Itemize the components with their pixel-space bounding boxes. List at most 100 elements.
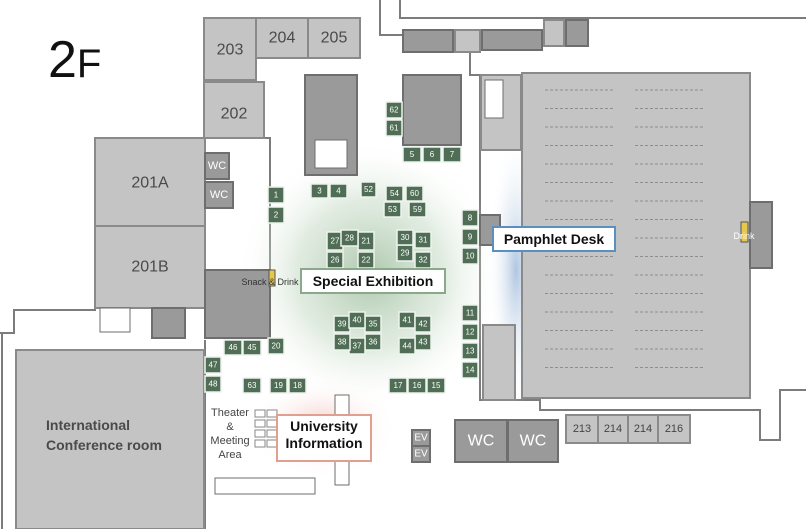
booth-7[interactable]: 7	[442, 146, 462, 163]
booth-22[interactable]: 22	[357, 251, 375, 269]
booth-42[interactable]: 42	[414, 315, 432, 333]
booth-8[interactable]: 8	[461, 209, 479, 227]
booth-39[interactable]: 39	[333, 315, 351, 333]
stairwell	[402, 74, 462, 146]
room-201b[interactable]	[94, 225, 206, 309]
booth-9[interactable]: 9	[461, 228, 479, 246]
booth-61[interactable]: 61	[385, 119, 403, 137]
booth-number: 52	[364, 185, 373, 194]
theater-line1: Theater	[211, 407, 249, 419]
room-216[interactable]	[657, 414, 691, 444]
wc-bottom-1[interactable]	[454, 419, 508, 463]
booth-6[interactable]: 6	[422, 146, 442, 163]
booth-62[interactable]: 62	[385, 101, 403, 119]
conference-line1: International	[46, 417, 130, 433]
room-213-label: 213	[573, 423, 591, 435]
pamphlet-desk-label[interactable]: Pamphlet Desk	[492, 226, 616, 252]
booth-36[interactable]: 36	[364, 333, 382, 351]
booth-4[interactable]: 4	[329, 183, 348, 199]
storage-block	[543, 19, 565, 47]
booth-32[interactable]: 32	[414, 251, 432, 269]
booth-number: 44	[403, 342, 412, 351]
drink-label: Drink	[733, 231, 755, 241]
room-204-label: 204	[269, 30, 296, 47]
booth-45[interactable]: 45	[242, 339, 262, 356]
room-205[interactable]	[307, 17, 361, 59]
booth-number: 13	[466, 347, 475, 356]
booth-48[interactable]: 48	[204, 375, 222, 393]
booth-31[interactable]: 31	[414, 231, 432, 249]
booth-52[interactable]: 52	[360, 181, 377, 198]
booth-14[interactable]: 14	[461, 361, 479, 379]
booth-63[interactable]: 63	[242, 377, 262, 394]
booth-12[interactable]: 12	[461, 323, 479, 341]
booth-44[interactable]: 44	[398, 337, 416, 355]
booth-10[interactable]: 10	[461, 247, 479, 265]
elevator-2[interactable]	[411, 445, 431, 463]
stair-bottom	[214, 477, 316, 495]
room-203[interactable]	[203, 17, 257, 81]
booth-38[interactable]: 38	[333, 333, 351, 351]
booth-11[interactable]: 11	[461, 304, 479, 322]
booth-box	[426, 377, 446, 394]
booth-3[interactable]: 3	[310, 183, 329, 199]
wc-left-2[interactable]	[204, 181, 234, 209]
booth-box	[340, 229, 359, 247]
booth-number: 53	[388, 205, 397, 214]
booth-number: 47	[209, 361, 218, 370]
booth-60[interactable]: 60	[405, 185, 424, 202]
booth-5[interactable]: 5	[402, 146, 422, 163]
booth-30[interactable]: 30	[396, 229, 414, 246]
booth-box	[385, 119, 403, 137]
room-205-label: 205	[321, 30, 348, 47]
booth-26[interactable]: 26	[326, 251, 344, 269]
booth-1[interactable]: 1	[267, 186, 285, 204]
booth-16[interactable]: 16	[407, 377, 427, 394]
international-conference-room[interactable]	[15, 349, 205, 529]
booth-21[interactable]: 21	[357, 231, 375, 251]
booth-20[interactable]: 20	[267, 337, 285, 355]
booth-17[interactable]: 17	[388, 377, 408, 394]
booth-box	[398, 337, 416, 355]
booth-19[interactable]: 19	[269, 377, 288, 394]
booth-number: 4	[336, 187, 341, 196]
booth-37[interactable]: 37	[348, 337, 366, 355]
booth-number: 54	[390, 189, 399, 198]
booth-54[interactable]: 54	[385, 185, 404, 202]
wc-bottom-2[interactable]	[507, 419, 559, 463]
room-201a[interactable]	[94, 137, 206, 227]
pillar	[151, 307, 186, 339]
booth-box	[329, 183, 348, 199]
booth-box	[242, 339, 262, 356]
booth-box	[422, 146, 442, 163]
booth-40[interactable]: 40	[348, 311, 366, 329]
booth-number: 27	[331, 237, 340, 246]
booth-number: 14	[466, 366, 475, 375]
room-214-b-label: 214	[634, 423, 652, 435]
special-exhibition-label[interactable]: Special Exhibition	[300, 268, 446, 294]
room-204[interactable]	[255, 17, 309, 59]
booth-15[interactable]: 15	[426, 377, 446, 394]
booth-box	[402, 146, 422, 163]
booth-46[interactable]: 46	[223, 339, 243, 356]
booth-53[interactable]: 53	[383, 201, 402, 218]
booth-47[interactable]: 47	[204, 356, 222, 374]
booth-18[interactable]: 18	[288, 377, 307, 394]
university-information-label[interactable]: University Information	[276, 414, 372, 462]
booth-29[interactable]: 29	[396, 244, 414, 262]
booth-35[interactable]: 35	[364, 315, 382, 333]
booth-13[interactable]: 13	[461, 342, 479, 360]
booth-number: 11	[466, 309, 475, 318]
booth-number: 30	[401, 233, 410, 242]
wc-left-1[interactable]	[204, 152, 230, 180]
booth-2[interactable]: 2	[267, 206, 285, 224]
room-202[interactable]	[203, 81, 265, 139]
booth-43[interactable]: 43	[414, 333, 432, 351]
booth-box	[461, 228, 479, 246]
booth-59[interactable]: 59	[408, 201, 427, 218]
booth-41[interactable]: 41	[398, 311, 416, 329]
storage-block	[402, 29, 454, 53]
booth-28[interactable]: 28	[340, 229, 359, 247]
